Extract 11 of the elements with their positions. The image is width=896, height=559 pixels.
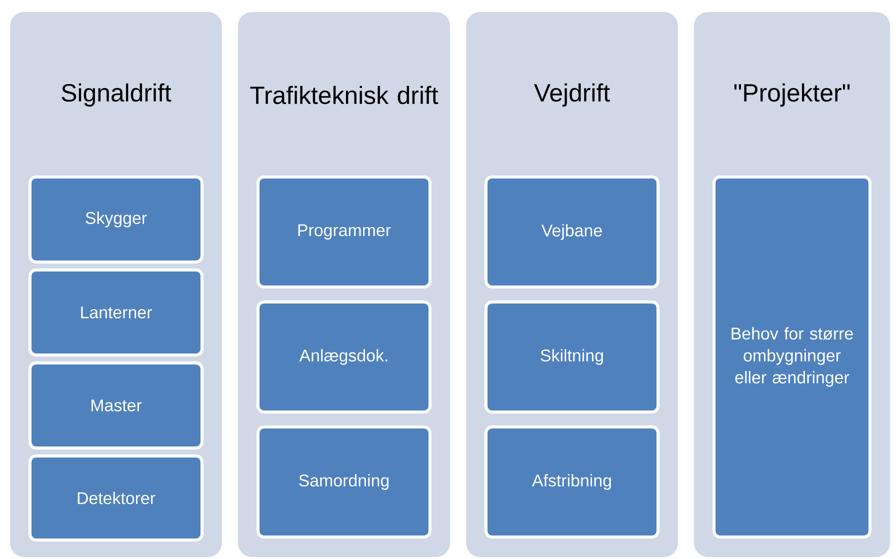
item-box: Master <box>28 361 204 450</box>
item-box: Detektorer <box>28 454 204 542</box>
item-box: Behov for større ombygninger eller ændringer <box>712 175 872 538</box>
item-box: Skiltning <box>484 300 660 414</box>
item-box: Afstribning <box>484 425 660 538</box>
item-box: Programmer <box>256 175 432 288</box>
item-box: Anlægsdok. <box>256 300 432 414</box>
item-box: Lanterner <box>28 268 204 356</box>
item-box: Vejbane <box>484 175 660 288</box>
item-box: Skygger <box>28 175 204 264</box>
item-box: Samordning <box>256 425 432 538</box>
